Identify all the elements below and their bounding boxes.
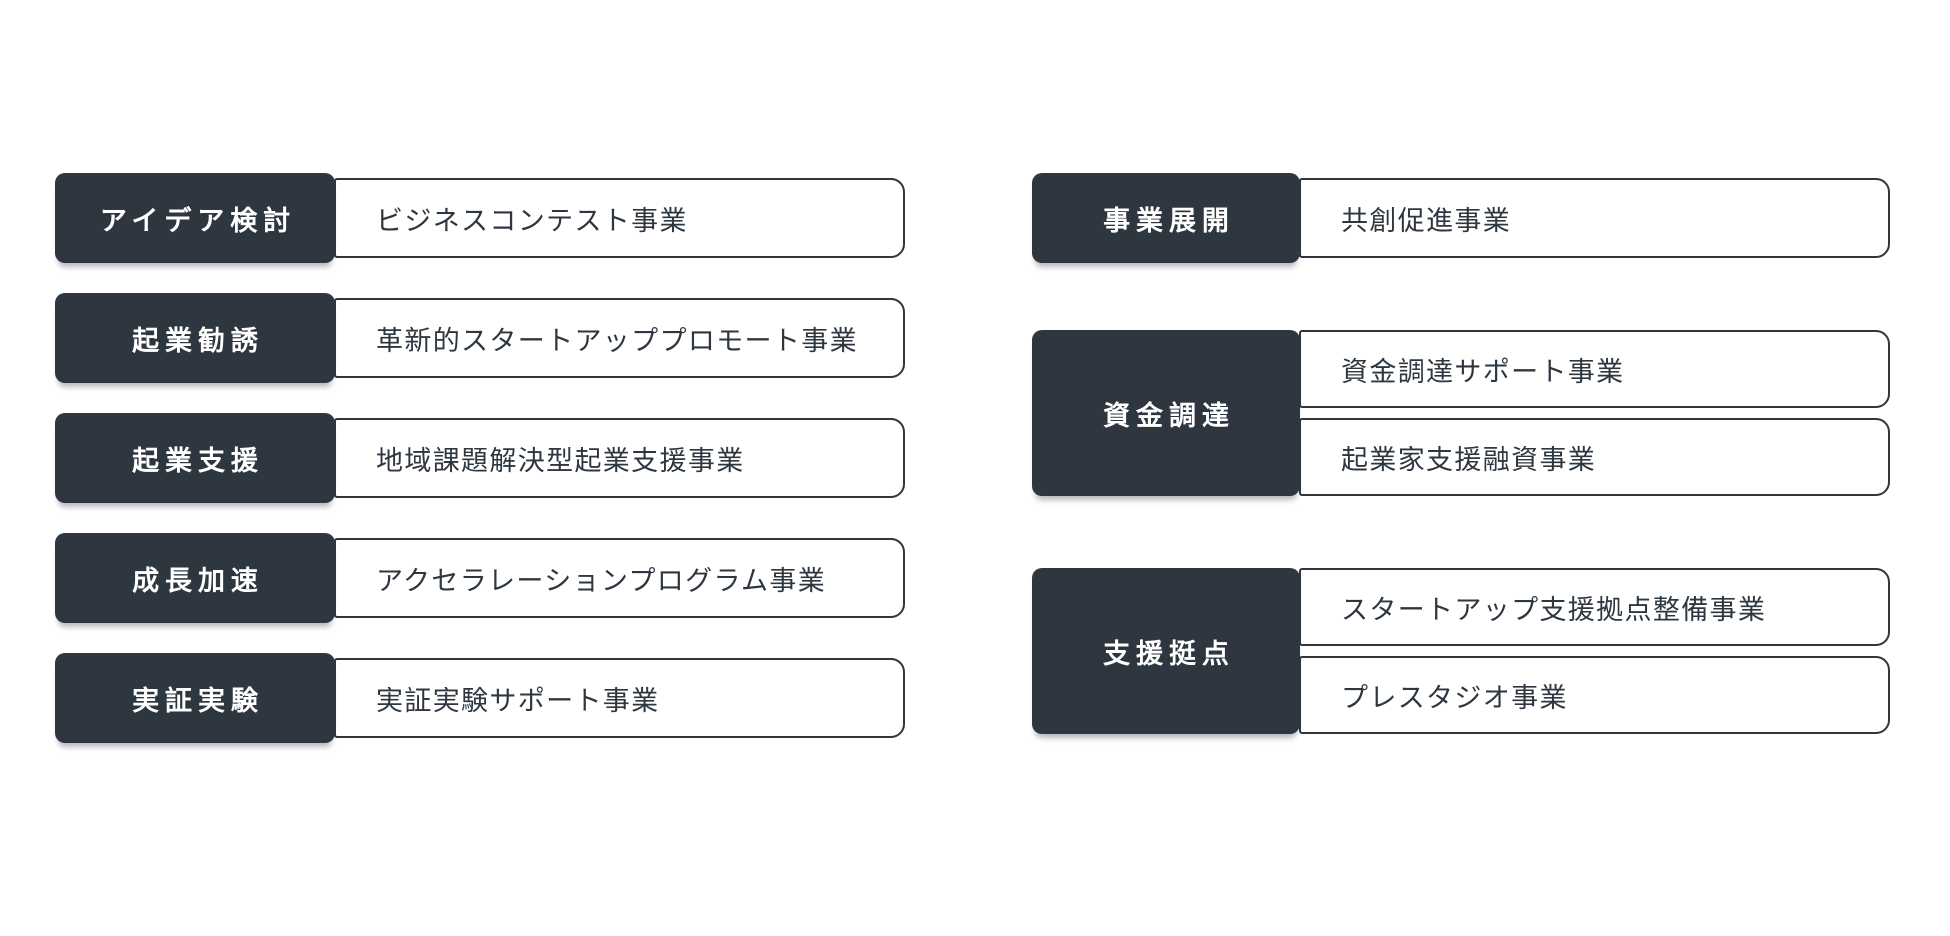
- program-label: スタートアップ支援拠点整備事業: [1341, 594, 1767, 625]
- left-row-experiment: 実証実験サポート事業 実証実験: [55, 653, 905, 743]
- stage-tag-label: 成長加速: [132, 565, 264, 596]
- program-label: アクセラレーションプログラム事業: [376, 565, 827, 596]
- stage-tag: 資金調達: [1032, 330, 1300, 496]
- left-row-idea: ビジネスコンテスト事業 アイデア検討: [55, 173, 905, 263]
- stage-tag-label: 資金調達: [1103, 400, 1235, 431]
- stage-tag-label: 実証実験: [132, 685, 264, 716]
- program-box: プレスタジオ事業: [1299, 656, 1890, 734]
- program-label: プレスタジオ事業: [1341, 682, 1568, 713]
- program-box: スタートアップ支援拠点整備事業: [1299, 568, 1890, 646]
- stage-tag: 起業勧誘: [55, 293, 335, 383]
- stage-tag-label: 支援挺点: [1103, 638, 1235, 669]
- stage-tag-label: 起業勧誘: [132, 325, 264, 356]
- program-box: 資金調達サポート事業: [1299, 330, 1890, 408]
- stage-tag-label: 起業支援: [132, 445, 264, 476]
- program-label: 地域課題解決型起業支援事業: [376, 445, 745, 476]
- program-box: 起業家支援融資事業: [1299, 418, 1890, 496]
- right-group-base: スタートアップ支援拠点整備事業 プレスタジオ事業 支援挺点: [1032, 568, 1890, 734]
- program-box: ビジネスコンテスト事業: [334, 178, 905, 258]
- program-box: 実証実験サポート事業: [334, 658, 905, 738]
- program-label: 実証実験サポート事業: [376, 685, 660, 716]
- right-group-expansion: 共創促進事業 事業展開: [1032, 173, 1890, 263]
- stage-tag: アイデア検討: [55, 173, 335, 263]
- left-row-invitation: 革新的スタートアッププロモート事業 起業勧誘: [55, 293, 905, 383]
- program-label: 起業家支援融資事業: [1341, 444, 1597, 475]
- stage-tag: 成長加速: [55, 533, 335, 623]
- left-row-acceleration: アクセラレーションプログラム事業 成長加速: [55, 533, 905, 623]
- program-label: 共創促進事業: [1341, 205, 1512, 236]
- right-group-funding: 資金調達サポート事業 起業家支援融資事業 資金調達: [1032, 330, 1890, 496]
- program-box: 地域課題解決型起業支援事業: [334, 418, 905, 498]
- stage-tag: 支援挺点: [1032, 568, 1300, 734]
- program-box: 革新的スタートアッププロモート事業: [334, 298, 905, 378]
- stage-tag: 実証実験: [55, 653, 335, 743]
- stage-tag: 事業展開: [1032, 173, 1300, 263]
- program-label: 革新的スタートアッププロモート事業: [376, 325, 858, 356]
- left-row-support: 地域課題解決型起業支援事業 起業支援: [55, 413, 905, 503]
- stage-tag-label: アイデア検討: [99, 205, 297, 236]
- stage-tag: 起業支援: [55, 413, 335, 503]
- stage-tag-label: 事業展開: [1103, 205, 1235, 236]
- program-label: 資金調達サポート事業: [1341, 356, 1625, 387]
- program-box: アクセラレーションプログラム事業: [334, 538, 905, 618]
- program-label: ビジネスコンテスト事業: [376, 205, 688, 236]
- program-box: 共創促進事業: [1299, 178, 1890, 258]
